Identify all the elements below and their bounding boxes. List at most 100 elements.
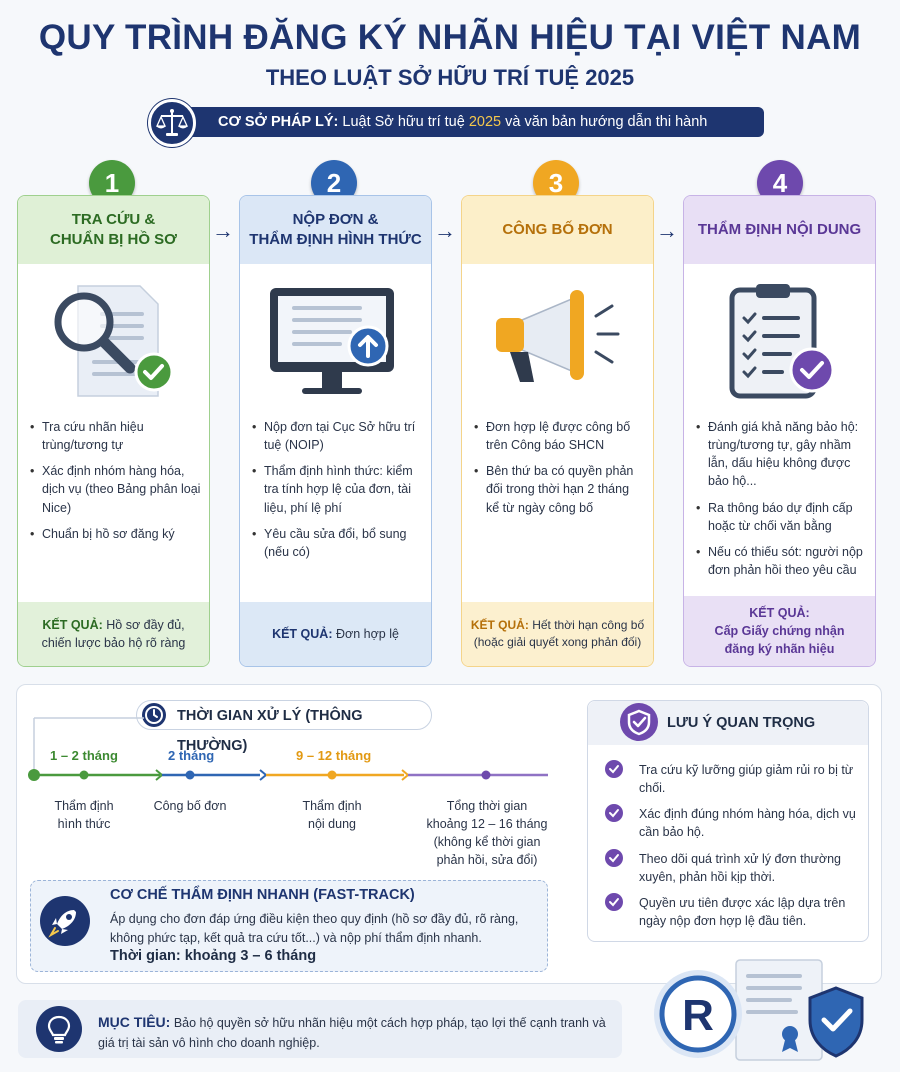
timeline-segment-1: 1 – 2 tháng [50,748,118,763]
milestone-line1: Công bố đơn [153,799,227,813]
step-3-bullets: Đơn hợp lệ được công bố trên Công báo SH… [472,418,645,525]
note-text: Xác định đúng nhóm hàng hóa, dịch vụ cần… [639,807,856,840]
step-1-bullets: Tra cứu nhãn hiệu trùng/tương tự Xác địn… [28,418,201,551]
total-line: Tổng thời gian [446,799,528,813]
goal-text: MỤC TIÊU: Bảo hộ quyền sở hữu nhãn hiệu … [98,1012,612,1053]
result-label: KẾT QUẢ: [470,617,529,632]
result-text: Hồ sơ đầy đủ, [106,617,185,632]
list-item: Ra thông báo dự định cấp hoặc từ chối vă… [694,499,867,535]
rocket-icon [40,896,90,946]
timeline-segment-3: 9 – 12 tháng [296,748,372,763]
fast-track-title: CƠ CHẾ THẨM ĐỊNH NHANH (FAST-TRACK) [110,887,415,903]
milestone-line1: Thẩm định [302,799,362,813]
shield-check-icon [620,703,658,741]
legal-basis-year: 2025 [468,114,502,130]
check-icon [605,804,623,822]
step-2-title: NỘP ĐƠN & THẨM ĐỊNH HÌNH THỨC [240,196,431,264]
list-item: Bên thứ ba có quyền phản đối trong thời … [472,462,645,516]
list-item: Xác định nhóm hàng hóa, dịch vụ (theo Bả… [28,462,201,516]
timeline-segment-2: 2 tháng [168,748,215,763]
goal-body: Bảo hộ quyền sở hữu nhãn hiệu một cách h… [98,1016,606,1050]
total-line: (không kể thời gian [433,835,541,850]
check-icon [605,760,623,778]
result-text: Đơn hợp lệ [335,626,399,641]
clock-icon [142,703,166,727]
step-1-title-line2: CHUẨN BỊ HỒ SƠ [50,231,177,248]
step-3-result: KẾT QUẢ: Hết thời hạn công bố (hoặc giải… [462,602,653,666]
list-item: Thẩm định hình thức: kiểm tra tính hợp l… [250,462,423,516]
step-1-result: KẾT QUẢ: Hồ sơ đầy đủ, chiến lược bảo hộ… [18,602,209,666]
step-3-title: CÔNG BỐ ĐƠN [462,196,653,264]
goal-banner [18,1000,622,1058]
clipboard-check-icon [684,276,875,406]
note-text: Theo dõi quá trình xử lý đơn thường xuyê… [639,852,841,885]
step-1-title: TRA CỨU & CHUẨN BỊ HỒ SƠ [18,196,209,264]
page-title: QUY TRÌNH ĐĂNG KÝ NHÃN HIỆU TẠI VIỆT NAM [38,18,862,57]
check-icon [605,893,623,911]
result-text-2: chiến lược bảo hộ rõ ràng [41,636,186,650]
step-2-bullets: Nộp đơn tại Cục Sở hữu trí tuệ (NOIP) Th… [250,418,423,569]
result-label: KẾT QUẢ: [42,617,103,632]
total-line: phản hồi, sửa đổi) [436,853,538,868]
fast-track-text: Áp dụng cho đơn đáp ứng điều kiện theo q… [110,912,519,945]
step-4-bullets: Đánh giá khả năng bảo hộ: trùng/tương tự… [694,418,867,587]
check-icon [605,849,623,867]
step-4-result: KẾT QUẢ: Cấp Giấy chứng nhận đăng ký nhã… [684,596,875,666]
result-label: KẾT QUẢ: [749,605,810,620]
list-item: Đơn hợp lệ được công bố trên Công báo SH… [472,418,645,454]
step-2-result: KẾT QUẢ: Đơn hợp lệ [240,602,431,666]
timeline-milestone-3: Thẩm định nội dung [288,797,376,833]
step-4-card: THẨM ĐỊNH NỘI DUNG Đánh giá khả năng bảo… [683,195,876,667]
fast-track-box [30,880,548,972]
list-item: Chuẩn bị hồ sơ đăng ký [28,525,201,543]
note-text: Tra cứu kỹ lưỡng giúp giảm rủi ro bị từ … [639,763,854,796]
arrow-right-icon: → [434,218,456,243]
step-2-title-line1: NỘP ĐƠN & [292,210,379,228]
timeline-milestone-1: Thẩm định hình thức [40,797,128,833]
lightbulb-icon [36,1006,82,1052]
legal-basis-bar: CƠ SỞ PHÁP LÝ: Luật Sở hữu trí tuệ 2025 … [174,107,764,137]
result-text: Hết thời hạn công bố [532,617,645,632]
milestone-line2: hình thức [57,817,111,832]
result-label: KẾT QUẢ: [272,626,333,641]
list-item: Tra cứu nhãn hiệu trùng/tương tự [28,418,201,454]
timeline-milestone-2: Công bố đơn [140,797,240,815]
step-3-card: CÔNG BỐ ĐƠN Đơn hợp lệ được công bố trên… [461,195,654,667]
legal-basis-text-before: Luật Sở hữu trí tuệ [342,114,465,130]
list-item: Nếu có thiếu sót: người nộp đơn phản hồi… [694,543,867,579]
step-2-title-line2: THẨM ĐỊNH HÌNH THỨC [249,231,422,248]
registered-trademark-icon: R [654,959,864,1061]
computer-upload-icon [240,276,431,406]
legal-basis-banner: CƠ SỞ PHÁP LÝ: Luật Sở hữu trí tuệ 2025 … [148,99,764,147]
result-text-2: (hoặc giải quyết xong phản đối) [473,635,642,649]
step-4-title: THẨM ĐỊNH NỘI DUNG [684,196,875,264]
goal-label: MỤC TIÊU: [98,1014,171,1030]
timeline-total: Tổng thời gian khoảng 12 – 16 tháng (khô… [414,797,560,870]
list-item: Yêu cầu sửa đổi, bổ sung (nếu có) [250,525,423,561]
list-item: Nộp đơn tại Cục Sở hữu trí tuệ (NOIP) [250,418,423,454]
arrow-right-icon: → [212,218,234,243]
result-text-2: đăng ký nhãn hiệu [724,642,835,657]
total-line: khoảng 12 – 16 tháng [426,817,548,832]
notes-title: LƯU Ý QUAN TRỌNG [667,715,816,731]
magnifier-document-icon [18,276,209,406]
svg-text:R: R [682,991,714,1040]
scales-icon [148,99,196,147]
timeline-title: THỜI GIAN XỬ LÝ (THÔNG THƯỜNG) [136,700,432,754]
step-1-card: TRA CỨU & CHUẨN BỊ HỒ SƠ Tra cứu nhãn hi… [17,195,210,667]
legal-basis-label: CƠ SỞ PHÁP LÝ: [218,114,339,130]
step-2-card: NỘP ĐƠN & THẨM ĐỊNH HÌNH THỨC Nộp đơn tạ… [239,195,432,667]
milestone-line2: nội dung [308,817,356,832]
timeline-line [28,717,548,781]
step-4-title-line1: THẨM ĐỊNH NỘI DUNG [697,220,862,238]
megaphone-icon [462,276,653,406]
arrow-right-icon: → [656,218,678,243]
milestone-line1: Thẩm định [54,799,114,813]
step-3-title-line1: CÔNG BỐ ĐƠN [502,220,613,238]
page-subtitle: THEO LUẬT SỞ HỮU TRÍ TUỆ 2025 [265,65,635,90]
step-1-title-line1: TRA CỨU & [71,210,156,228]
list-item: Đánh giá khả năng bảo hộ: trùng/tương tự… [694,418,867,491]
fast-track-time: Thời gian: khoảng 3 – 6 tháng [110,948,317,964]
legal-basis-text-after: và văn bản hướng dẫn thi hành [505,114,708,130]
note-text: Quyền ưu tiên được xác lập dựa trên ngày… [639,896,846,929]
